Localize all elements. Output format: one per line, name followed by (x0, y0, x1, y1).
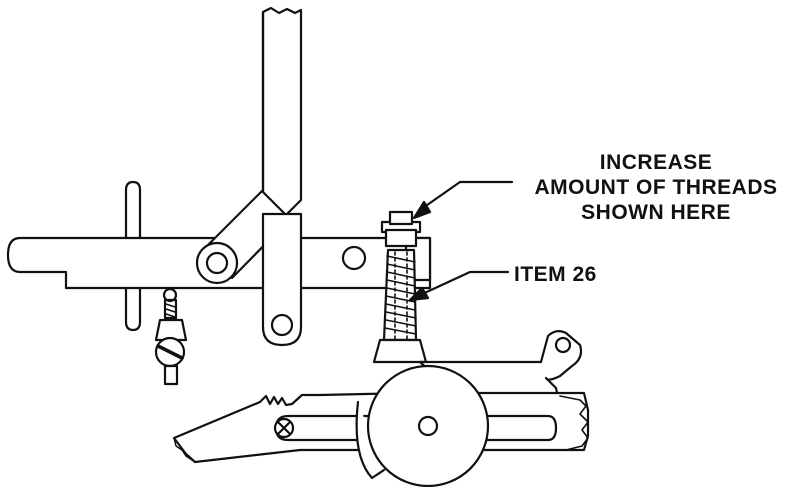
item-callout-label: ITEM 26 (514, 263, 597, 286)
callout-leader-threads (412, 180, 514, 220)
threads-callout-label: INCREASE AMOUNT OF THREADS SHOWN HERE (519, 150, 793, 225)
set-screw-icon (154, 287, 188, 386)
large-wheel (355, 364, 490, 487)
diagonal-link (195, 189, 292, 285)
threads-callout-line-1: INCREASE (599, 151, 713, 174)
arrow-head-icon (412, 200, 432, 220)
callout-leader-item (408, 270, 510, 302)
threads-callout-line-2: AMOUNT OF THREADS (534, 176, 778, 199)
lower-link (261, 212, 303, 347)
phillips-screw-icon (273, 417, 295, 439)
right-plate-end (559, 395, 589, 451)
threads-callout-line-3: SHOWN HERE (581, 201, 731, 224)
